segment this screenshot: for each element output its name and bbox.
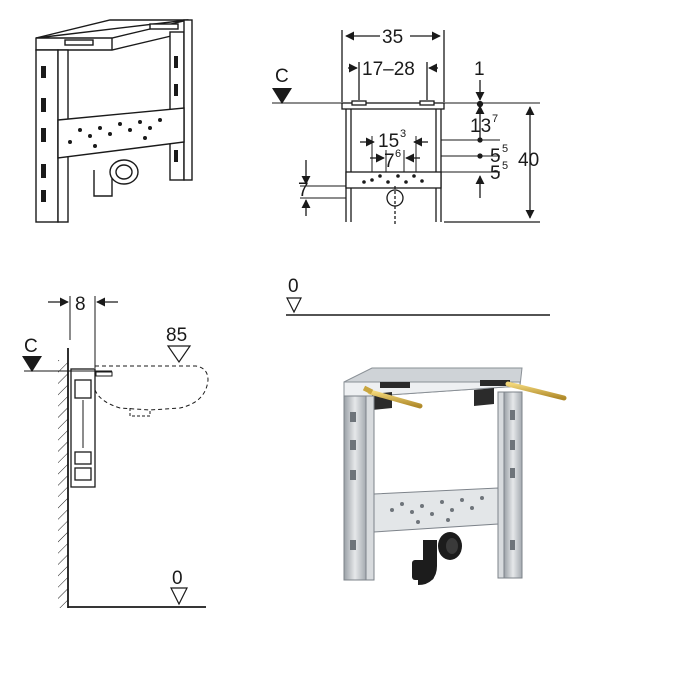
ref-c-label-side: C: [24, 336, 38, 357]
dim-width-label: 35: [382, 27, 403, 48]
dim-depth-label: 8: [75, 294, 86, 315]
dim-h1-sup: 7: [492, 113, 498, 125]
render-rod-right: [505, 381, 567, 401]
side-floor-label: 0: [172, 568, 183, 589]
dim-s1-label: 5: [490, 146, 501, 167]
render-rod-left: [367, 389, 423, 409]
side-view: [24, 296, 209, 608]
dim-height-label: 40: [518, 150, 539, 171]
iso-line-drawing: [35, 19, 193, 223]
floor-level-label: 0: [288, 276, 299, 297]
render-slot-left: [380, 382, 410, 388]
front-crossbar: [345, 171, 442, 189]
front-dim-labels: 35 17–28 1 13 7 15 3 7 6 5 5 5 5 40 7 C: [275, 27, 539, 201]
basin-level-label: 85: [166, 325, 187, 346]
render-left-leg: [343, 395, 367, 581]
floor-reference: 0: [286, 276, 550, 316]
dim-top-label: 1: [474, 59, 485, 80]
dim-frame-inner-label: 15: [378, 131, 399, 152]
side-floor-marker: [170, 587, 188, 606]
dim-s2-sup: 5: [502, 160, 508, 172]
ref-c-marker-front: [272, 88, 292, 104]
ref-c-marker-side: [22, 356, 42, 372]
side-dim-labels: 8 C 85 0: [24, 294, 187, 589]
basin-level-marker: [166, 345, 192, 364]
dim-drain-offset-label: 7: [298, 180, 309, 201]
ref-c-label-front: C: [275, 66, 289, 87]
product-render: [343, 367, 567, 585]
dim-s1-sup: 5: [502, 143, 508, 155]
iso-left-leg: [35, 49, 59, 223]
iso-slot-left: [64, 39, 94, 46]
wall-hatch: [58, 360, 68, 608]
render-slot-right: [480, 380, 510, 386]
dim-s2-label: 5: [490, 163, 501, 184]
front-top-plate: [341, 102, 445, 110]
dim-h1-label: 13: [470, 116, 491, 137]
front-view: [272, 30, 540, 226]
dim-frame-inner-sup: 3: [400, 128, 406, 140]
dim-drain-gap-sup: 6: [395, 148, 401, 160]
dim-span-label: 17–28: [362, 59, 415, 80]
dim-drain-gap-label: 7: [384, 151, 395, 172]
floor-level-marker: [286, 297, 302, 314]
render-crossbar: [373, 487, 499, 533]
iso-crossbar: [57, 107, 185, 159]
iso-slot-right: [149, 23, 179, 30]
